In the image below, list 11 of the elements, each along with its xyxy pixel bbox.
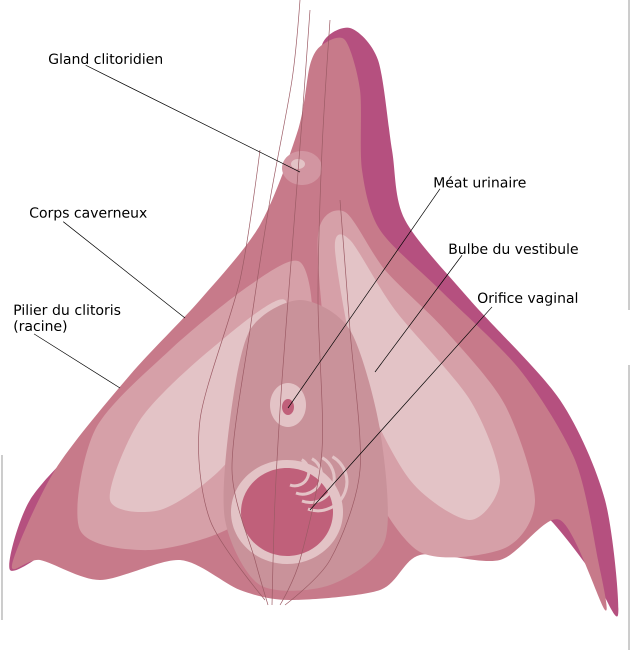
label-text: Méat urinaire xyxy=(434,176,526,188)
label-text: Orifice vaginal xyxy=(478,292,578,306)
leader-line xyxy=(34,334,120,388)
label-text: Pilier du clitoris (racine) xyxy=(14,304,120,333)
leader-line xyxy=(288,188,440,408)
leader-line xyxy=(62,221,186,318)
leader-line xyxy=(374,254,462,372)
label-text: Corps caverneux xyxy=(30,207,147,220)
leader-line xyxy=(85,64,300,172)
label-text: Gland clitoridien xyxy=(48,53,162,64)
label-text: Bulbe du vestibule xyxy=(450,243,578,254)
